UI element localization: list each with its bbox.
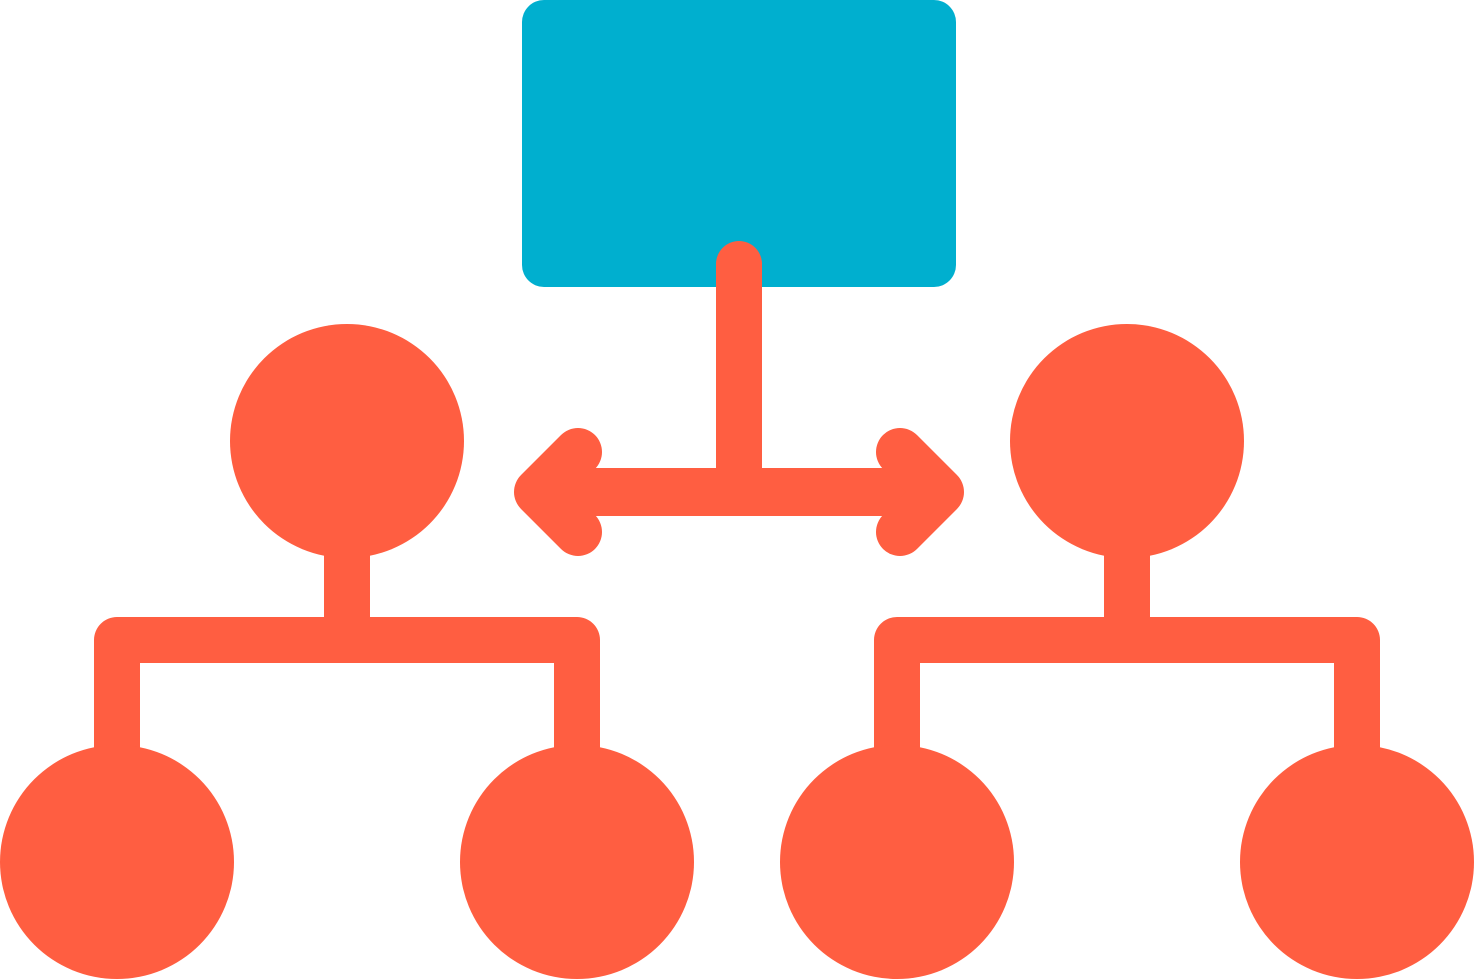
left-branch xyxy=(0,324,694,979)
right-child-node-2 xyxy=(1240,745,1474,979)
right-child-node-1 xyxy=(780,745,1014,979)
left-child-node-1 xyxy=(0,745,234,979)
arrow-head-right xyxy=(876,428,964,556)
root-node-box xyxy=(522,0,956,287)
right-bracket-connector xyxy=(874,617,1380,770)
left-child-node-2 xyxy=(460,745,694,979)
right-branch xyxy=(780,324,1474,979)
left-bracket-connector xyxy=(94,617,600,770)
double-headed-arrow-icon xyxy=(514,428,964,556)
left-parent-node xyxy=(230,324,464,558)
right-parent-node xyxy=(1010,324,1244,558)
arrow-head-left xyxy=(514,428,602,556)
